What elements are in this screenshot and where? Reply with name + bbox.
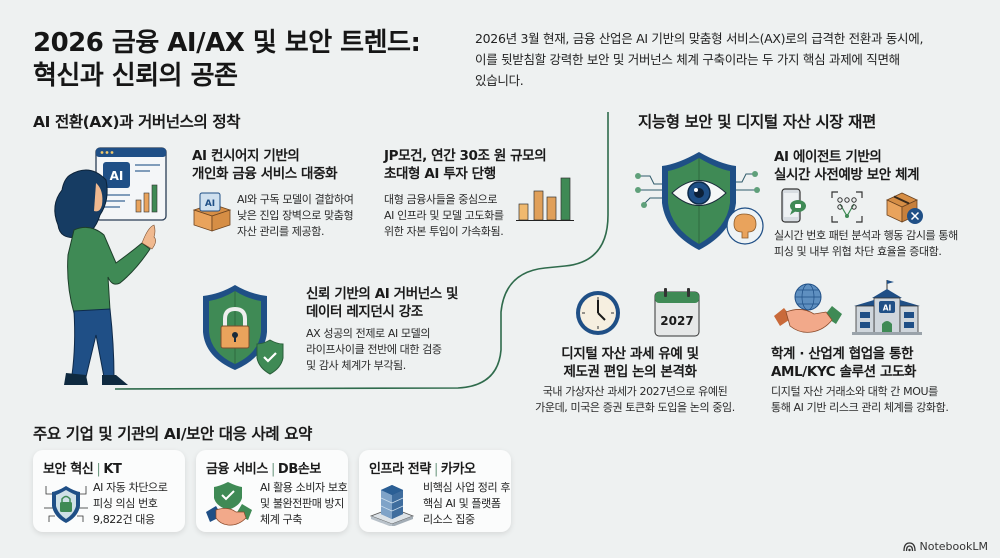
title-line: 디지털 자산 과세 유예 및 (561, 346, 699, 362)
body-line: 대형 금융사들을 중심으로 (384, 193, 498, 206)
body-line: 피싱 의심 번호 (93, 497, 158, 510)
woman-presenting-illustration: AI (54, 147, 167, 385)
title-line: JP모건, 연간 30조 원 규모의 (384, 148, 547, 164)
card-aml-kyc-body: 디지털 자산 거래소와 대학 간 MOU를 통해 AI 기반 리스크 관리 체계… (771, 384, 991, 416)
body-line: 및 불완전판매 방지 (260, 497, 344, 510)
body-line: 비핵심 사업 정리 후 (423, 481, 511, 494)
section-heading-summary: 주요 기업 및 기관의 AI/보안 대응 사례 요약 (33, 425, 312, 443)
shield-lock-circuit-icon (44, 486, 88, 523)
card-ai-concierge-body: AI와 구독 모델이 결합하여 낮은 진입 장벽으로 맞춤형 자산 관리를 제공… (237, 192, 387, 240)
blocked-package-icon (886, 192, 923, 224)
body-line: 가운데, 미국은 증권 토큰화 도입을 논의 중임. (535, 401, 735, 414)
summary-card-header: 인프라 전략|카카오 (369, 462, 476, 477)
body-line: AI 활용 소비자 보호 (260, 481, 348, 494)
notebooklm-watermark: NotebookLM (902, 540, 988, 553)
university-building-icon: AI (852, 280, 922, 335)
section-heading-ax: AI 전환(AX)과 거버넌스의 정착 (33, 113, 241, 131)
title-line-2: 혁신과 신뢰의 공존 (33, 61, 238, 91)
title-line: 신뢰 기반의 AI 거버넌스 및 (306, 286, 459, 302)
card-ai-agent-security-body: 실시간 번호 패턴 분석과 행동 감시를 통해 피싱 및 내부 위협 차단 효율… (774, 228, 994, 260)
server-stack-icon (369, 485, 415, 526)
summary-card-kt: 보안 혁신|KT AI 자동 차단으로 피싱 의심 번호 9,822건 대응 (33, 450, 185, 532)
category-label: 보안 혁신 (43, 462, 94, 477)
title-line: AML/KYC 솔루션 고도화 (771, 364, 916, 380)
org-label: DB손보 (277, 462, 321, 477)
brand-label: NotebookLM (919, 540, 988, 553)
title-line: 개인화 금융 서비스 대중화 (192, 166, 338, 182)
summary-card-header: 보안 혁신|KT (43, 462, 122, 477)
body-line: 9,822건 대응 (93, 513, 155, 526)
body-line: AI 인프라 및 모델 고도화를 (384, 209, 504, 222)
body-line: 디지털 자산 거래소와 대학 간 MOU를 (771, 385, 938, 398)
body-line: 체계 구축 (260, 513, 302, 526)
summary-card-db-insurance: 금융 서비스|DB손보 AI 활용 소비자 보호 및 불완전판매 방지 체계 구… (196, 450, 348, 532)
card-ai-agent-security-title: AI 에이전트 기반의 실시간 사전예방 보안 체계 (774, 148, 984, 184)
summary-card-kakao: 인프라 전략|카카오 비핵심 사업 정리 후 핵심 AI 및 플랫폼 리소스 집… (359, 450, 511, 532)
svg-text:2027: 2027 (660, 314, 693, 328)
card-ai-concierge-title: AI 컨시어지 기반의 개인화 금융 서비스 대중화 (192, 147, 382, 183)
card-jpmorgan-body: 대형 금융사들을 중심으로 AI 인프라 및 모델 고도화를 위한 자본 투입이… (384, 192, 524, 240)
clock-icon (576, 291, 620, 335)
summary-card-header: 금융 서비스|DB손보 (206, 462, 321, 477)
bar-chart-icon (516, 177, 574, 221)
shield-eye-brain-icon (635, 152, 764, 250)
intro-line: 이를 뒷받침할 강력한 보안 및 거버넌스 체계 구축이라는 두 가지 핵심 과… (475, 52, 900, 67)
phone-chat-icon (781, 188, 806, 223)
svg-text:AI: AI (110, 169, 124, 183)
notebooklm-logo-icon (902, 542, 916, 552)
body-line: AX 성공의 전제로 AI 모델의 (306, 327, 431, 340)
body-line: 국내 가상자산 과세가 2027년으로 유예된 (542, 385, 728, 398)
title-line: 초대형 AI 투자 단행 (384, 166, 496, 182)
shield-lock-icon (203, 285, 284, 375)
body-line: AI와 구독 모델이 결합하여 (237, 193, 354, 206)
category-label: 금융 서비스 (206, 462, 268, 477)
handshake-globe-icon (774, 283, 842, 333)
card-digital-asset-tax-body: 국내 가상자산 과세가 2027년으로 유예된 가운데, 미국은 증권 토큰화 … (520, 384, 750, 416)
body-line: 및 감사 체계가 부각됨. (306, 359, 406, 372)
summary-card-body: AI 활용 소비자 보호 및 불완전판매 방지 체계 구축 (260, 480, 350, 528)
page-title: 2026 금융 AI/AX 및 보안 트렌드: 혁신과 신뢰의 공존 (33, 27, 463, 93)
ai-box-icon: AI (192, 192, 232, 232)
shield-handshake-icon (206, 482, 252, 526)
org-label: 카카오 (440, 462, 476, 477)
intro-line: 있습니다. (475, 73, 524, 88)
summary-card-body: 비핵심 사업 정리 후 핵심 AI 및 플랫폼 리소스 집중 (423, 480, 513, 528)
face-scan-icon (831, 191, 863, 223)
body-line: 핵심 AI 및 플랫폼 (423, 497, 501, 510)
title-line: 데이터 레지던시 강조 (306, 304, 423, 320)
body-line: 위한 자본 투입이 가속화됨. (384, 225, 504, 238)
section-heading-security: 지능형 보안 및 디지털 자산 시장 재편 (638, 113, 876, 131)
body-line: 실시간 번호 패턴 분석과 행동 감시를 통해 (774, 229, 958, 242)
title-line-1: 2026 금융 AI/AX 및 보안 트렌드: (33, 28, 421, 58)
card-governance-body: AX 성공의 전제로 AI 모델의 라이프사이클 전반에 대한 검증 및 감사 … (306, 326, 486, 374)
body-line: 통해 AI 기반 리스크 관리 체계를 강화함. (771, 401, 949, 414)
body-line: 자산 관리를 제공함. (237, 225, 325, 238)
intro-line: 2026년 3월 현재, 금융 산업은 AI 기반의 맞춤형 서비스(AX)로의… (475, 31, 924, 46)
title-line: 제도권 편입 논의 본격화 (563, 364, 697, 380)
card-jpmorgan-title: JP모건, 연간 30조 원 규모의 초대형 AI 투자 단행 (384, 147, 584, 183)
body-line: AI 자동 차단으로 (93, 481, 168, 494)
body-line: 라이프사이클 전반에 대한 검증 (306, 343, 442, 356)
card-governance-title: 신뢰 기반의 AI 거버넌스 및 데이터 레지던시 강조 (306, 285, 506, 321)
calendar-icon: 2027 (654, 288, 700, 337)
category-label: 인프라 전략 (369, 462, 431, 477)
card-digital-asset-tax-title: 디지털 자산 과세 유예 및 제도권 편입 논의 본격화 (530, 345, 730, 381)
body-line: 낮은 진입 장벽으로 맞춤형 (237, 209, 354, 222)
intro-paragraph: 2026년 3월 현재, 금융 산업은 AI 기반의 맞춤형 서비스(AX)로의… (475, 28, 985, 91)
svg-text:AI: AI (205, 199, 215, 209)
summary-card-body: AI 자동 차단으로 피싱 의심 번호 9,822건 대응 (93, 480, 183, 528)
title-line: 실시간 사전예방 보안 체계 (774, 167, 920, 183)
card-aml-kyc-title: 학계 · 산업계 협업을 통한 AML/KYC 솔루션 고도화 (771, 345, 981, 381)
org-label: KT (103, 462, 122, 477)
body-line: 피싱 및 내부 위협 차단 효율을 증대함. (774, 245, 942, 258)
title-line: AI 에이전트 기반의 (774, 149, 882, 165)
title-line: 학계 · 산업계 협업을 통한 (771, 346, 914, 362)
svg-text:AI: AI (883, 304, 892, 313)
body-line: 리소스 집중 (423, 513, 475, 526)
title-line: AI 컨시어지 기반의 (192, 148, 300, 164)
